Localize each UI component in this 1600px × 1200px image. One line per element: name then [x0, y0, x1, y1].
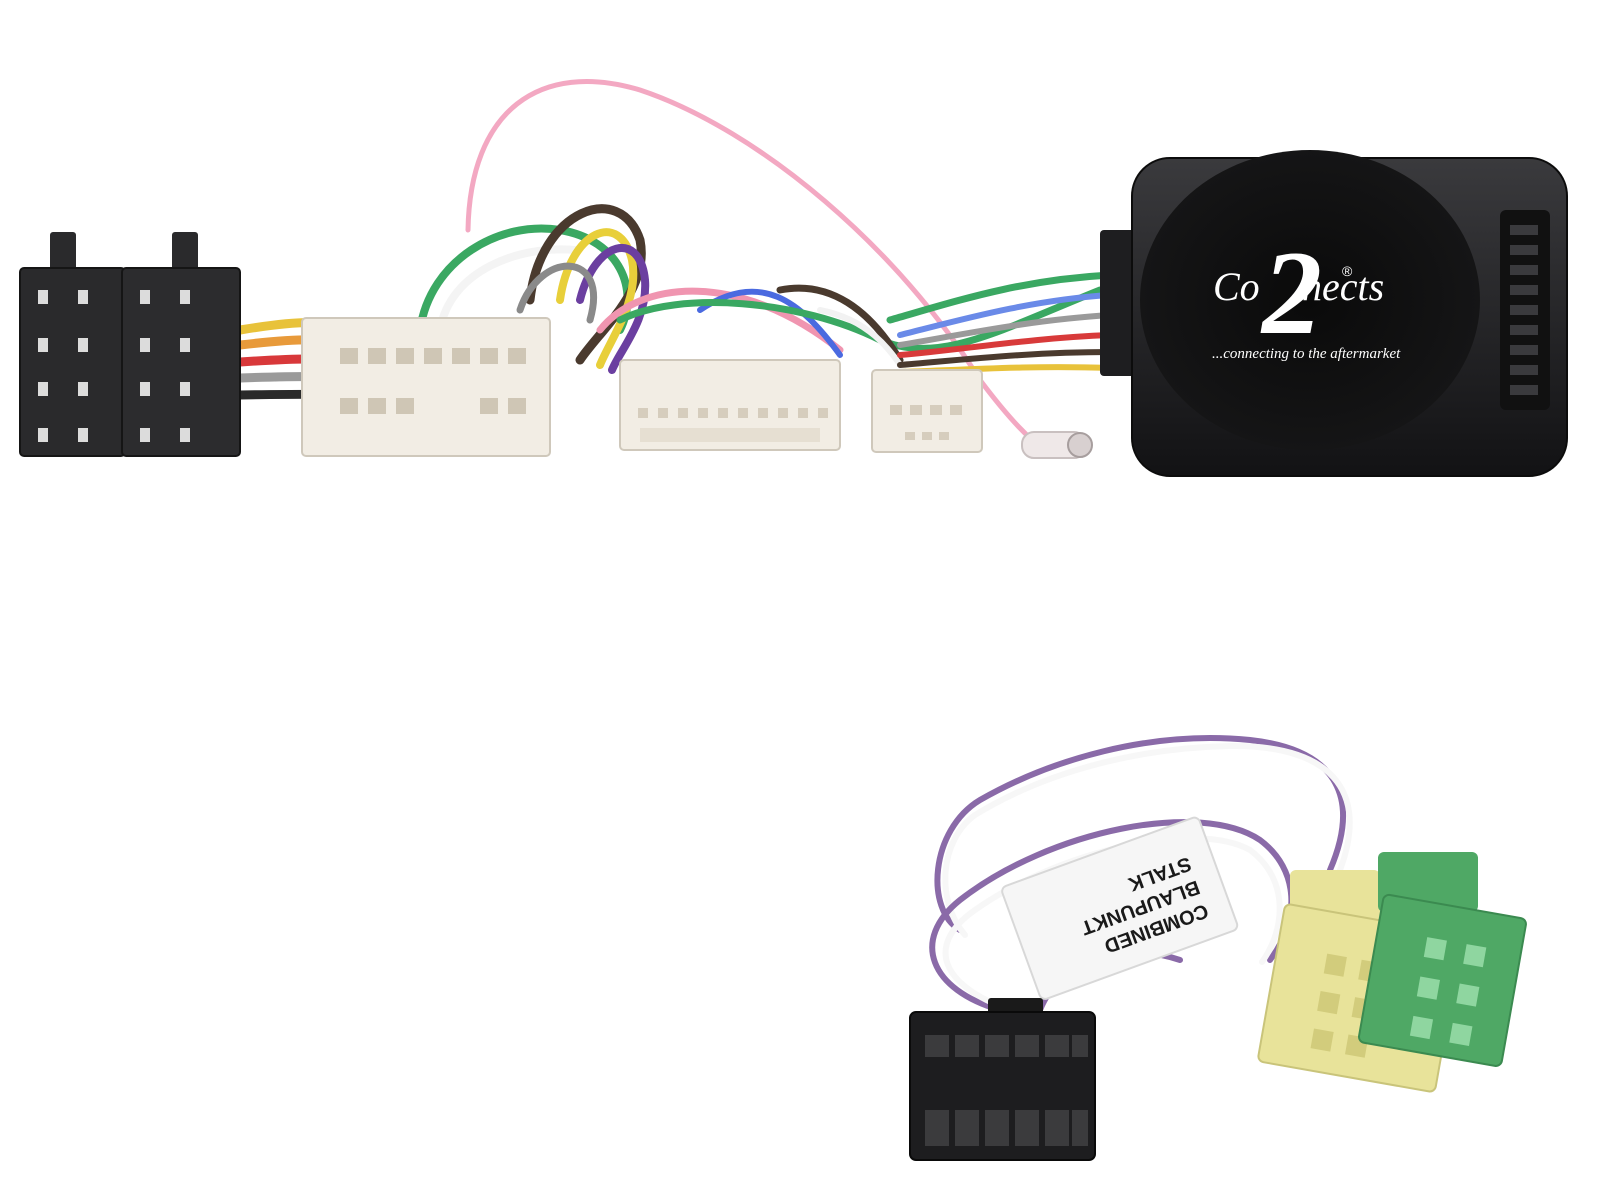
- white-connector-small: [871, 369, 983, 453]
- logo-recess: [1140, 150, 1480, 450]
- wire-brown-mid: [776, 284, 904, 364]
- logo-registered-mark: ®: [1342, 263, 1353, 279]
- pink-wire: [465, 79, 1053, 458]
- wire-pink-mid: [596, 287, 844, 354]
- connects2-logo: 2 Co nects ® ...connecting to the afterm…: [1212, 226, 1401, 362]
- logo-brand-part1: Co: [1213, 264, 1260, 309]
- wire-blue-mid: [697, 288, 843, 358]
- wire-blue-right: [897, 292, 1113, 338]
- logo-brand-part2: nects: [1302, 264, 1384, 309]
- iso-connector-right: [121, 232, 241, 457]
- wire-grey-loop: [516, 262, 598, 324]
- wire-white-loop: [436, 245, 579, 334]
- wire-purple-loop: [576, 244, 650, 374]
- wire-green-loop: [416, 224, 632, 334]
- wire-green-right: [886, 271, 1114, 324]
- wire-brown-right: [897, 349, 1113, 368]
- white-connector-large: [301, 317, 551, 457]
- black-12pin-connector: [909, 998, 1096, 1161]
- aerial-plug: [1021, 431, 1093, 459]
- iso-connector-left: [19, 232, 126, 457]
- harness-wires: [235, 79, 1114, 458]
- lower-purple-wire-b: [929, 819, 1295, 1013]
- green-mini-iso-connector: [1357, 852, 1527, 1067]
- interface-module: [1100, 150, 1568, 477]
- logo-numeral: 2: [1260, 226, 1322, 359]
- wire-grey-right: [897, 312, 1113, 348]
- lower-white-wire-a: [942, 742, 1353, 938]
- label-tag: COMBINED BLAUPUNKT STALK: [1001, 816, 1239, 1000]
- wire-red-right: [897, 332, 1113, 358]
- white-connector-medium: [619, 359, 841, 451]
- logo-tagline: ...connecting to the aftermarket: [1212, 346, 1401, 362]
- wire-yellow-loop: [556, 228, 638, 369]
